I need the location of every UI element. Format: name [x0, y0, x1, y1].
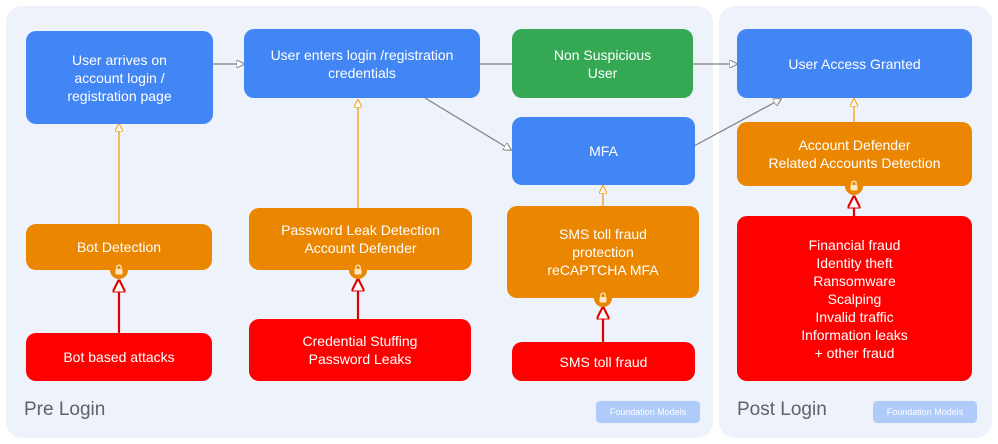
lock-icon — [845, 177, 863, 195]
node-credential-stuffing: Credential Stuffing Password Leaks — [249, 319, 471, 381]
post-login-label: Post Login — [737, 399, 827, 420]
foundation-models-tag: Foundation Models — [596, 401, 700, 423]
pre-login-label: Pre Login — [24, 399, 106, 420]
node-bot-attacks: Bot based attacks — [26, 333, 212, 381]
lock-icon — [110, 261, 128, 279]
lock-icon — [349, 261, 367, 279]
edge-mfa-to-granted — [693, 99, 781, 147]
node-fraud-list: Financial fraud Identity theft Ransomwar… — [737, 216, 972, 381]
foundation-models-tag: Foundation Models — [873, 401, 977, 423]
node-bot-detection: Bot Detection — [26, 224, 212, 270]
node-mfa: MFA — [512, 117, 695, 185]
node-non-suspicious: Non Suspicious User — [512, 29, 693, 98]
node-sms-protection: SMS toll fraud protection reCAPTCHA MFA — [507, 206, 699, 298]
node-account-defender: Account Defender Related Accounts Detect… — [737, 122, 972, 186]
node-user-arrives: User arrives on account login / registra… — [26, 31, 213, 124]
node-password-leak: Password Leak Detection Account Defender — [249, 208, 472, 270]
node-sms-fraud: SMS toll fraud — [512, 342, 695, 381]
node-access-granted: User Access Granted — [737, 29, 972, 98]
lock-icon — [594, 289, 612, 307]
edge-enters-to-mfa — [424, 97, 511, 150]
node-user-enters: User enters login /registration credenti… — [244, 29, 480, 98]
